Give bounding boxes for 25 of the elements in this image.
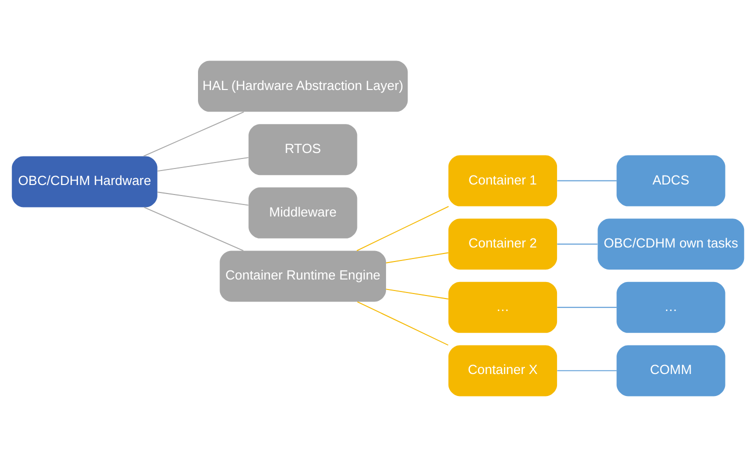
connector — [556, 244, 598, 245]
node-box: ADCS — [616, 155, 726, 206]
connector — [556, 180, 618, 182]
connector — [386, 288, 449, 300]
connector — [556, 370, 618, 372]
node-box: Container 2 — [448, 218, 558, 270]
connector — [356, 206, 450, 252]
connector — [157, 157, 249, 172]
node-box: OBC/CDHM own tasks — [598, 218, 744, 270]
node-box: HAL (Hardware Abstraction Layer) — [198, 60, 408, 112]
connector — [556, 306, 618, 308]
node-box: Container 1 — [448, 155, 558, 206]
connector — [356, 301, 449, 346]
connector — [157, 192, 249, 206]
node-box: RTOS — [248, 124, 358, 176]
node-box: Container Runtime Engine — [220, 250, 386, 302]
node-box: … — [448, 282, 558, 333]
node-box: Container X — [448, 345, 558, 396]
node-box: OBC/CDHM Hardware — [12, 156, 158, 208]
node-box: … — [616, 282, 726, 333]
connector — [386, 252, 449, 264]
connector — [144, 206, 244, 252]
node-box: Middleware — [248, 187, 358, 238]
node-box: COMM — [616, 345, 726, 396]
connector — [143, 111, 244, 157]
